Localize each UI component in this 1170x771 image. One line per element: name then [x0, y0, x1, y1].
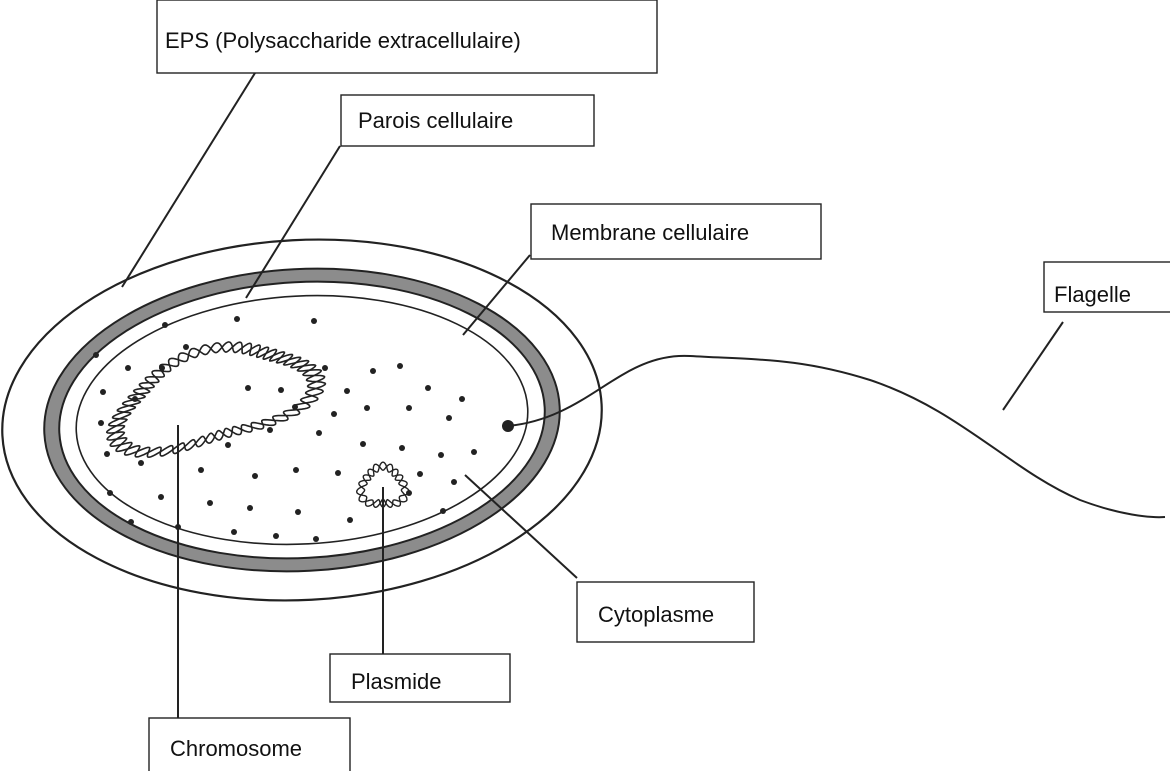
ribosome-dot — [293, 467, 299, 473]
cell-wall-label: Parois cellulaire — [341, 95, 594, 146]
ribosome-dot — [331, 411, 337, 417]
ribosome-dot — [100, 389, 106, 395]
ribosome-dot — [316, 430, 322, 436]
plasmid-label: Plasmide — [330, 654, 510, 702]
ribosome-dot — [322, 365, 328, 371]
ribosome-dot — [344, 388, 350, 394]
ribosome-dot — [360, 441, 366, 447]
ribosome-dot — [158, 494, 164, 500]
ribosome-dot — [295, 509, 301, 515]
ribosome-dot — [247, 505, 253, 511]
ribosome-dot — [207, 500, 213, 506]
ribosome-dot — [198, 467, 204, 473]
ribosome-dot — [125, 365, 131, 371]
ribosome-dot — [417, 471, 423, 477]
ribosome-dot — [267, 427, 273, 433]
ribosome-dot — [471, 449, 477, 455]
flagellum-leader-line — [1003, 322, 1063, 410]
ribosome-dot — [459, 396, 465, 402]
ribosome-dot — [313, 536, 319, 542]
ribosome-dot — [231, 529, 237, 535]
ribosome-dot — [347, 517, 353, 523]
svg-text:Membrane cellulaire: Membrane cellulaire — [551, 220, 749, 245]
ribosome-dot — [425, 385, 431, 391]
svg-text:Chromosome: Chromosome — [170, 736, 302, 761]
cell-membrane-label: Membrane cellulaire — [531, 204, 821, 259]
svg-text:Flagelle: Flagelle — [1054, 282, 1131, 307]
ribosome-dot — [107, 490, 113, 496]
ribosome-dot — [399, 445, 405, 451]
ribosome-dot — [451, 479, 457, 485]
ribosome-dot — [245, 385, 251, 391]
ribosome-dot — [397, 363, 403, 369]
ribosome-dot — [440, 508, 446, 514]
ribosome-dot — [234, 316, 240, 322]
bacterial-cell — [0, 225, 611, 616]
ribosome-dot — [278, 387, 284, 393]
svg-text:Parois cellulaire: Parois cellulaire — [358, 108, 513, 133]
ribosome-dot — [273, 533, 279, 539]
ribosome-dot — [446, 415, 452, 421]
ribosome-dot — [98, 420, 104, 426]
ribosome-dot — [138, 460, 144, 466]
ribosome-dot — [162, 322, 168, 328]
cytoplasm-label: Cytoplasme — [577, 582, 754, 642]
eps-label: EPS (Polysaccharide extracellulaire) — [157, 0, 657, 73]
ribosome-dot — [183, 344, 189, 350]
ribosome-dot — [128, 519, 134, 525]
flagellum — [502, 356, 1165, 517]
flagellum-label: Flagelle — [1044, 262, 1170, 312]
ribosome-dot — [364, 405, 370, 411]
flagellum-filament — [508, 356, 1165, 517]
ribosome-dot — [104, 451, 110, 457]
ribosome-dot — [406, 405, 412, 411]
ribosome-dot — [225, 442, 231, 448]
ribosome-dot — [370, 368, 376, 374]
svg-text:EPS (Polysaccharide extracellu: EPS (Polysaccharide extracellulaire) — [165, 28, 521, 53]
ribosome-dot — [438, 452, 444, 458]
svg-text:Plasmide: Plasmide — [351, 669, 441, 694]
ribosome-dot — [93, 352, 99, 358]
chromosome-label: Chromosome — [149, 718, 350, 771]
ribosome-dot — [252, 473, 258, 479]
ribosome-dot — [335, 470, 341, 476]
ribosome-dot — [311, 318, 317, 324]
svg-text:Cytoplasme: Cytoplasme — [598, 602, 714, 627]
